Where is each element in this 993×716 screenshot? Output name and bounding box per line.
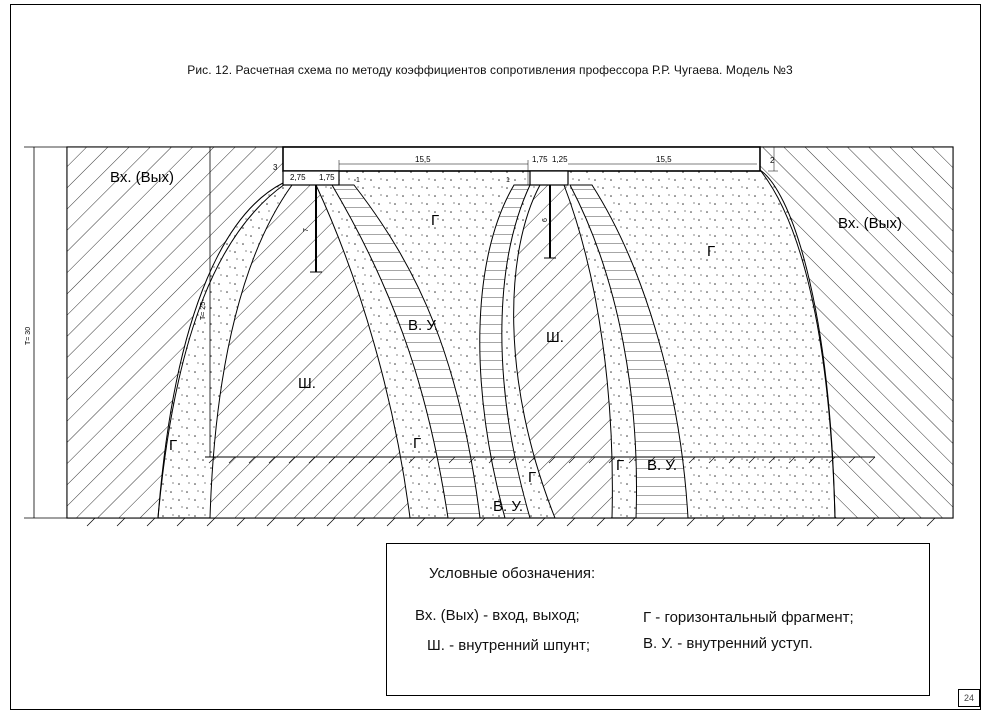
dim-1-left: 1	[356, 177, 360, 184]
boundary-curve-2	[759, 169, 836, 519]
dim-2: 2	[770, 156, 775, 165]
dam-step-mid	[529, 170, 569, 186]
figure-caption: Рис. 12. Расчетная схема по методу коэфф…	[187, 63, 793, 77]
page-frame	[10, 4, 981, 710]
label-sh-right: Ш.	[546, 329, 564, 346]
dim-1-75-mid: 1,75	[532, 155, 548, 164]
boundary-curve-1	[157, 183, 286, 519]
label-g-mid-left: Г	[413, 435, 421, 452]
water-table-hatch	[208, 456, 876, 464]
label-vu-right: В. У.	[647, 457, 677, 474]
label-entry-left: Вх. (Вых)	[110, 169, 174, 186]
label-g-center: Г	[431, 212, 439, 229]
label-g-right: Г	[707, 243, 715, 260]
base-hatch	[86, 517, 936, 527]
dim-t30: T= 30	[25, 327, 32, 345]
label-entry-right: Вх. (Вых)	[838, 215, 902, 232]
dim-7: 7	[303, 228, 310, 232]
dim-15-5-right: 15,5	[656, 155, 672, 164]
label-vu-upper: В. У.	[408, 317, 438, 334]
dim-1-75-left: 1,75	[319, 173, 335, 182]
legend-item-inner-step: В. У. - внутренний уступ.	[643, 635, 813, 652]
label-vu-bottom: В. У.	[493, 498, 523, 515]
dim-t25: T= 25	[200, 302, 207, 320]
dim-1-25: 1,25	[552, 155, 568, 164]
dim-3: 3	[273, 163, 278, 172]
label-g-bottom-right: Г	[616, 457, 624, 474]
dim-2-75: 2,75	[290, 173, 306, 182]
label-g-far-left: Г	[169, 437, 177, 454]
legend-item-sheet-pile: Ш. - внутренний шпунт;	[427, 637, 591, 654]
page-number: 24	[958, 689, 980, 707]
legend-item-entry: Вх. (Вых) - вход, выход;	[415, 607, 580, 624]
dim-15-5-left: 15,5	[415, 155, 431, 164]
dam-body	[282, 146, 761, 172]
legend-item-horizontal: Г - горизонтальный фрагмент;	[643, 609, 854, 626]
dim-1-mid: 1	[506, 177, 510, 184]
label-sh-left: Ш.	[298, 375, 316, 392]
legend-heading: Условные обозначения:	[429, 565, 596, 582]
label-g-bottom-mid: Г	[528, 469, 536, 486]
legend-box: Условные обозначения: Вх. (Вых) - вход, …	[386, 543, 930, 696]
dim-6: 6	[542, 218, 549, 222]
